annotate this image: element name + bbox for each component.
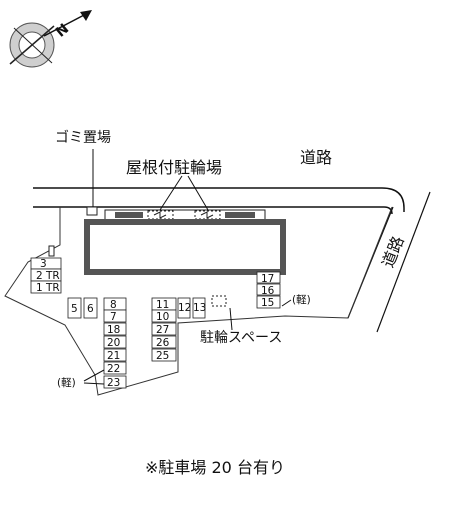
space-26: 26: [156, 337, 170, 349]
road-side-label: 道路: [378, 233, 408, 270]
bike-roof: [104, 209, 266, 221]
space-16: 16: [261, 285, 275, 297]
bike-space-area: [211, 295, 227, 307]
garbage-label: ゴミ置場: [55, 129, 111, 146]
kei-label-left: (軽): [57, 377, 76, 389]
parking-count-note: ※駐車場 20 台有り: [145, 458, 285, 477]
space-7: 7: [110, 311, 117, 323]
space-8: 8: [110, 299, 117, 311]
kei-label-right: (軽): [292, 294, 311, 306]
space-3: 3: [40, 258, 47, 270]
road-top: [33, 187, 405, 215]
space-20: 20: [107, 337, 120, 349]
building: [84, 219, 286, 275]
space-labels: 3 2 TR 1 TR 5 6 8 7 18 20 21 22 23 11 10…: [36, 258, 275, 389]
space-25: 25: [156, 350, 169, 362]
compass-label: N: [53, 21, 72, 41]
space-10: 10: [156, 311, 169, 323]
roofed-bike-label: 屋根付駐輪場: [126, 158, 222, 177]
road-top-label: 道路: [300, 148, 332, 167]
space-27: 27: [156, 324, 169, 336]
space-13: 13: [193, 302, 206, 314]
bike-space-label: 駐輪スペース: [200, 329, 282, 346]
space-17: 17: [261, 273, 274, 285]
space-15: 15: [261, 297, 274, 309]
space-11: 11: [156, 299, 169, 311]
space-22: 22: [107, 363, 120, 375]
space-5: 5: [71, 303, 78, 315]
space-18: 18: [107, 324, 120, 336]
space-12: 12: [178, 302, 191, 314]
space-1: 1 TR: [36, 282, 60, 294]
space-6: 6: [87, 303, 94, 315]
space-23: 23: [107, 377, 120, 389]
garbage-area: [86, 206, 98, 216]
space-2: 2 TR: [36, 270, 60, 282]
space-21: 21: [107, 350, 120, 362]
parking-spaces: [30, 257, 281, 389]
structure-marker: [48, 245, 55, 257]
compass-icon: N: [9, 10, 92, 68]
